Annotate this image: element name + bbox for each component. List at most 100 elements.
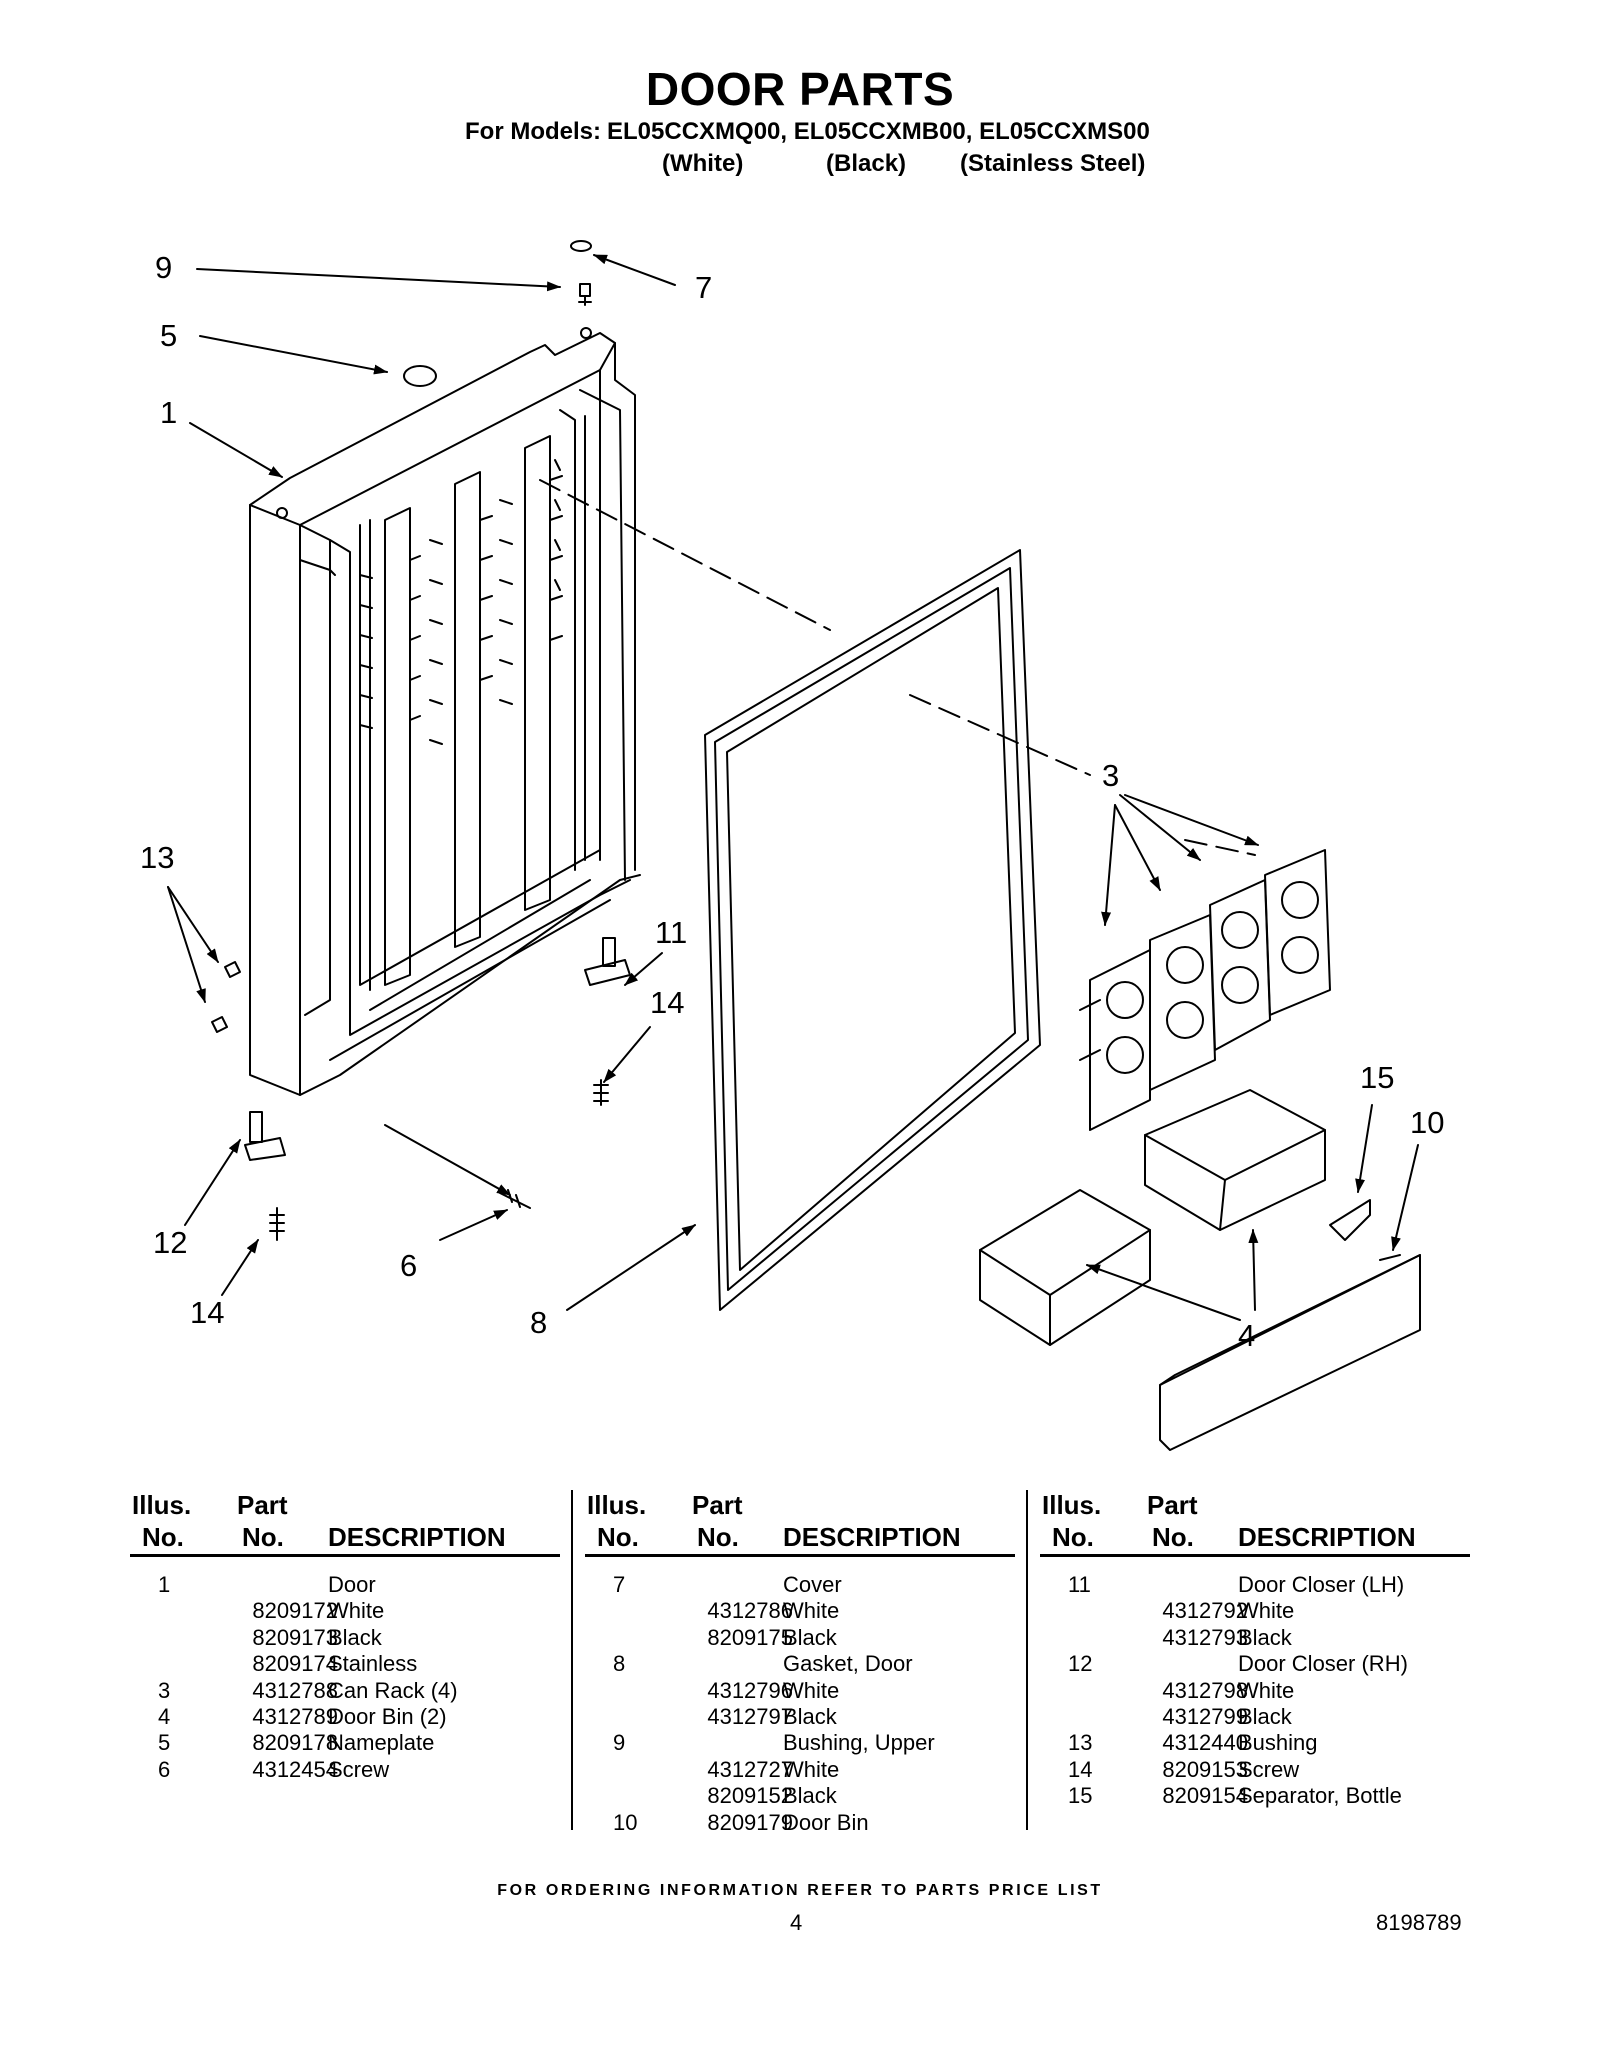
illus-no: 3 bbox=[158, 1677, 171, 1703]
description: Door bbox=[328, 1572, 376, 1597]
illus-no: 12 bbox=[1068, 1651, 1093, 1677]
parts-table-col-1: Illus. No. Part No. DESCRIPTION 1 Door 82… bbox=[130, 1490, 560, 1782]
description: White bbox=[328, 1598, 385, 1624]
description: Black bbox=[783, 1783, 837, 1809]
color-stainless: (Stainless Steel) bbox=[960, 150, 1146, 177]
description: Bushing bbox=[1238, 1730, 1318, 1756]
page-number: 4 bbox=[790, 1910, 803, 1935]
part-no: 4312454 bbox=[252, 1756, 338, 1782]
model-numbers: EL05CCXMQ00, EL05CCXMB00, EL05CCXMS00 bbox=[607, 118, 1150, 145]
illus-no: 7 bbox=[613, 1572, 626, 1597]
description: Black bbox=[783, 1624, 837, 1650]
header-illus-no: No. bbox=[597, 1522, 639, 1552]
cover-part bbox=[570, 240, 592, 252]
part-no: 4312796 bbox=[707, 1677, 793, 1703]
header-rule bbox=[585, 1554, 1015, 1557]
part-no: 4312727 bbox=[707, 1756, 793, 1782]
illus-no: 9 bbox=[613, 1730, 626, 1756]
description: White bbox=[783, 1677, 840, 1703]
part-no: 4312799 bbox=[1162, 1703, 1248, 1729]
description: Cover bbox=[783, 1572, 842, 1597]
description: Black bbox=[1238, 1624, 1292, 1650]
header-illus: Illus. bbox=[587, 1490, 647, 1520]
description: White bbox=[1238, 1598, 1295, 1624]
description: White bbox=[783, 1756, 840, 1782]
table-row: 7 Cover bbox=[585, 1572, 1015, 1598]
header-part-no: No. bbox=[1152, 1522, 1194, 1552]
illus-no: 4 bbox=[158, 1703, 171, 1729]
description: Gasket, Door bbox=[783, 1651, 913, 1677]
leader-lines bbox=[167, 254, 1419, 1321]
part-no: 8209174 bbox=[252, 1651, 338, 1677]
header-illus-no: No. bbox=[142, 1522, 184, 1552]
part-no: 4312798 bbox=[1162, 1677, 1248, 1703]
part-no: 4312440 bbox=[1162, 1730, 1248, 1756]
screw-14-lh bbox=[593, 1079, 609, 1106]
callout-13: 13 bbox=[140, 840, 175, 875]
screw-14-rh bbox=[269, 1207, 285, 1241]
header-part-no: No. bbox=[242, 1522, 284, 1552]
door-gasket-part bbox=[704, 549, 1041, 1311]
header-description: DESCRIPTION bbox=[328, 1522, 506, 1552]
document-number: 8198789 bbox=[1376, 1910, 1462, 1935]
part-no: 8209178 bbox=[252, 1730, 338, 1756]
illus-no: 13 bbox=[1068, 1730, 1093, 1756]
door-closer-rh-part bbox=[244, 1111, 286, 1161]
parts-table-col-2: Illus. No. Part No. DESCRIPTION 7 Cover 4… bbox=[585, 1490, 1015, 1835]
description: White bbox=[1238, 1677, 1295, 1703]
part-no: 4312792 bbox=[1162, 1598, 1248, 1624]
description: Bushing, Upper bbox=[783, 1730, 935, 1756]
callout-12: 12 bbox=[153, 1225, 188, 1260]
nameplate-part bbox=[403, 365, 437, 387]
part-no: 4312793 bbox=[1162, 1624, 1248, 1650]
description: Door Closer (LH) bbox=[1238, 1572, 1405, 1597]
description: Black bbox=[783, 1703, 837, 1729]
header-part: Part bbox=[692, 1490, 743, 1520]
description: Door Bin bbox=[783, 1809, 869, 1835]
part-no: 8209154 bbox=[1162, 1783, 1248, 1809]
table-header: Illus. No. Part No. DESCRIPTION bbox=[130, 1490, 560, 1557]
part-no: 4312786 bbox=[707, 1598, 793, 1624]
part-no: 4312797 bbox=[707, 1703, 793, 1729]
callout-4: 4 bbox=[1238, 1318, 1256, 1353]
description: Black bbox=[1238, 1703, 1292, 1729]
table-row: 1 Door bbox=[130, 1572, 560, 1598]
bushing-13b bbox=[211, 1016, 228, 1033]
callout-11: 11 bbox=[655, 915, 688, 950]
part-no: 8209153 bbox=[1162, 1756, 1248, 1782]
header-illus: Illus. bbox=[1042, 1490, 1102, 1520]
description: Separator, Bottle bbox=[1238, 1783, 1402, 1809]
part-no: 8209152 bbox=[707, 1783, 793, 1809]
header-rule bbox=[1040, 1554, 1470, 1557]
illus-no: 5 bbox=[158, 1730, 171, 1756]
part-no: 4312788 bbox=[252, 1677, 338, 1703]
table-header: Illus. No. Part No. DESCRIPTION bbox=[585, 1490, 1015, 1557]
illus-no: 10 bbox=[613, 1809, 638, 1835]
illus-no: 1 bbox=[158, 1572, 171, 1597]
description: Screw bbox=[328, 1756, 390, 1782]
door-closer-lh-part bbox=[584, 937, 631, 986]
part-no: 8209173 bbox=[252, 1624, 338, 1650]
table-header: Illus. No. Part No. DESCRIPTION bbox=[1040, 1490, 1470, 1557]
callout-1: 1 bbox=[160, 395, 178, 430]
header-illus-no: No. bbox=[1052, 1522, 1094, 1552]
bottle-separator-part bbox=[1329, 1199, 1371, 1241]
door-bin-part bbox=[1159, 1254, 1421, 1451]
ordering-note: FOR ORDERING INFORMATION REFER TO PARTS … bbox=[497, 1882, 1103, 1899]
description: Can Rack (4) bbox=[328, 1677, 458, 1703]
description: Door Bin (2) bbox=[328, 1703, 447, 1729]
